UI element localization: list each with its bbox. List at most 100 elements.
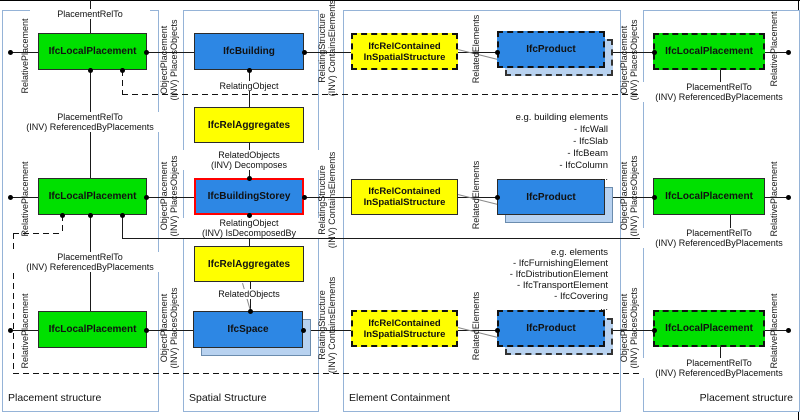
line [10, 52, 38, 53]
line [122, 238, 652, 239]
line [122, 215, 123, 238]
dashed-line [13, 233, 14, 373]
line [730, 215, 731, 229]
edge-label-relativeplacement: RelativePlacement [769, 11, 779, 87]
node-ifcproduct: IfcProduct [497, 31, 605, 68]
line [10, 197, 38, 198]
line [605, 330, 653, 331]
dashed-line [13, 373, 648, 374]
edge-label-relativeplacement: RelativePlacement [20, 293, 30, 369]
line [765, 52, 790, 53]
connection-dot [144, 328, 149, 333]
node-ifcproduct: IfcProduct [497, 310, 605, 347]
connection-dot [495, 195, 500, 200]
connection-dot [248, 309, 253, 314]
dashed-line [62, 215, 63, 233]
top-border-line [0, 0, 800, 1]
dashed-line [13, 233, 62, 234]
edge-label-placementrelto-referenced: PlacementRelTo(INV) ReferencedByPlacemen… [640, 228, 798, 248]
edge-label-placementrelto-referenced: PlacementRelTo(INV) ReferencedByPlacemen… [640, 358, 798, 378]
connection-dot [144, 195, 149, 200]
connection-dot [120, 68, 125, 73]
line [304, 52, 351, 53]
node-ifclocalplacement: IfcLocalPlacement [38, 33, 147, 70]
connection-dot [247, 213, 252, 218]
column-label-placement-right: Placement structure [699, 392, 793, 404]
note-building-elements: e.g. building elements - IfcWall - IfcSl… [515, 112, 608, 183]
connection-dot [144, 50, 149, 55]
edge-label-placementrelto-referenced: PlacementRelTo(INV) ReferencedByPlacemen… [10, 252, 170, 272]
connection-dot [302, 195, 307, 200]
edge-label-relatingobject-isdecomposedby: RelatingObject(INV) IsDecomposedBy [179, 218, 319, 238]
connection-dot [8, 195, 13, 200]
edge-label-placementrelto-referenced: PlacementRelTo(INV) ReferencedByPlacemen… [10, 112, 170, 132]
connection-dot [247, 176, 252, 181]
edge-label-relativeplacement: RelativePlacement [20, 18, 30, 94]
line [765, 330, 790, 331]
node-ifcproduct: IfcProduct [497, 179, 605, 215]
connection-dot [302, 50, 307, 55]
node-ifclocalplacement: IfcLocalPlacement [653, 33, 765, 70]
node-ifcrelaggregates: IfcRelAggregates [194, 246, 304, 282]
line [147, 52, 194, 53]
line [605, 197, 653, 198]
line [10, 330, 38, 331]
connection-dot [652, 50, 657, 55]
connection-dot [652, 328, 657, 333]
connection-dot [786, 50, 791, 55]
line [303, 330, 351, 331]
column-label-placement-left: Placement structure [8, 392, 102, 404]
node-ifcbuildingstorey: IfcBuildingStorey [194, 178, 304, 215]
connection-dot [8, 328, 13, 333]
connection-dot [120, 213, 125, 218]
connection-dot [495, 50, 500, 55]
node-ifclocalplacement: IfcLocalPlacement [38, 311, 147, 348]
edge-label-objectplacement: ObjectPlacement(INV) PlacesObjects [159, 19, 179, 101]
connection-dot [88, 213, 93, 218]
connection-dot [786, 328, 791, 333]
edge-label-relatedobjects: RelatedObjects [189, 289, 309, 299]
note-elements: e.g. elements - IfcFurnishingElement - I… [509, 247, 608, 313]
line [147, 330, 193, 331]
edge-label-relatingstructure: RelatingStructure(INV) ContainsElements [317, 276, 337, 374]
edge-label-relatingstructure: RelatingStructure(INV) ContainsElements [317, 151, 337, 249]
line [458, 52, 497, 53]
edge-label-placementrelto: PlacementRelTo [30, 9, 150, 19]
connection-dot [247, 68, 252, 73]
connection-dot [786, 195, 791, 200]
edge-label-objectplacement: ObjectPlacement(INV) PlacesObjects [619, 155, 639, 237]
node-ifcbuilding: IfcBuilding [194, 33, 304, 70]
node-ifclocalplacement: IfcLocalPlacement [653, 310, 765, 347]
edge-label-relatedobjects-decomposes: RelatedObjects(INV) Decomposes [179, 150, 319, 170]
edge-label-relativeplacement: RelativePlacement [20, 161, 30, 237]
line [458, 330, 497, 331]
node-ifclocalplacement: IfcLocalPlacement [653, 178, 765, 215]
edge-label-objectplacement: ObjectPlacement(INV) PlacesObjects [619, 19, 639, 101]
connection-dot [88, 68, 93, 73]
dashed-line [122, 94, 648, 95]
line [720, 70, 721, 84]
line [304, 197, 351, 198]
connection-dot [60, 213, 65, 218]
node-ifclocalplacement: IfcLocalPlacement [38, 178, 147, 215]
edge-label-relatedelements: RelatedElements [471, 14, 481, 84]
node-ifcrelaggregates: IfcRelAggregates [194, 107, 304, 143]
connection-dot [495, 328, 500, 333]
edge-label-relativeplacement: RelativePlacement [769, 293, 779, 369]
column-label-element: Element Containment [349, 392, 450, 404]
edge-label-objectplacement: ObjectPlacement(INV) PlacesObjects [619, 287, 639, 369]
edge-label-objectplacement: ObjectPlacement(INV) PlacesObjects [159, 287, 179, 369]
node-ifcspace: IfcSpace [193, 311, 303, 348]
edge-label-placementrelto-referenced: PlacementRelTo(INV) ReferencedByPlacemen… [640, 82, 798, 102]
edge-label-relativeplacement: RelativePlacement [769, 161, 779, 237]
connection-dot [8, 50, 13, 55]
line [458, 197, 497, 198]
line [147, 197, 194, 198]
dashed-line [122, 70, 123, 94]
column-label-spatial: Spatial Structure [189, 392, 267, 404]
connection-dot [301, 328, 306, 333]
edge-label-relatingobject: RelatingObject [189, 81, 309, 91]
